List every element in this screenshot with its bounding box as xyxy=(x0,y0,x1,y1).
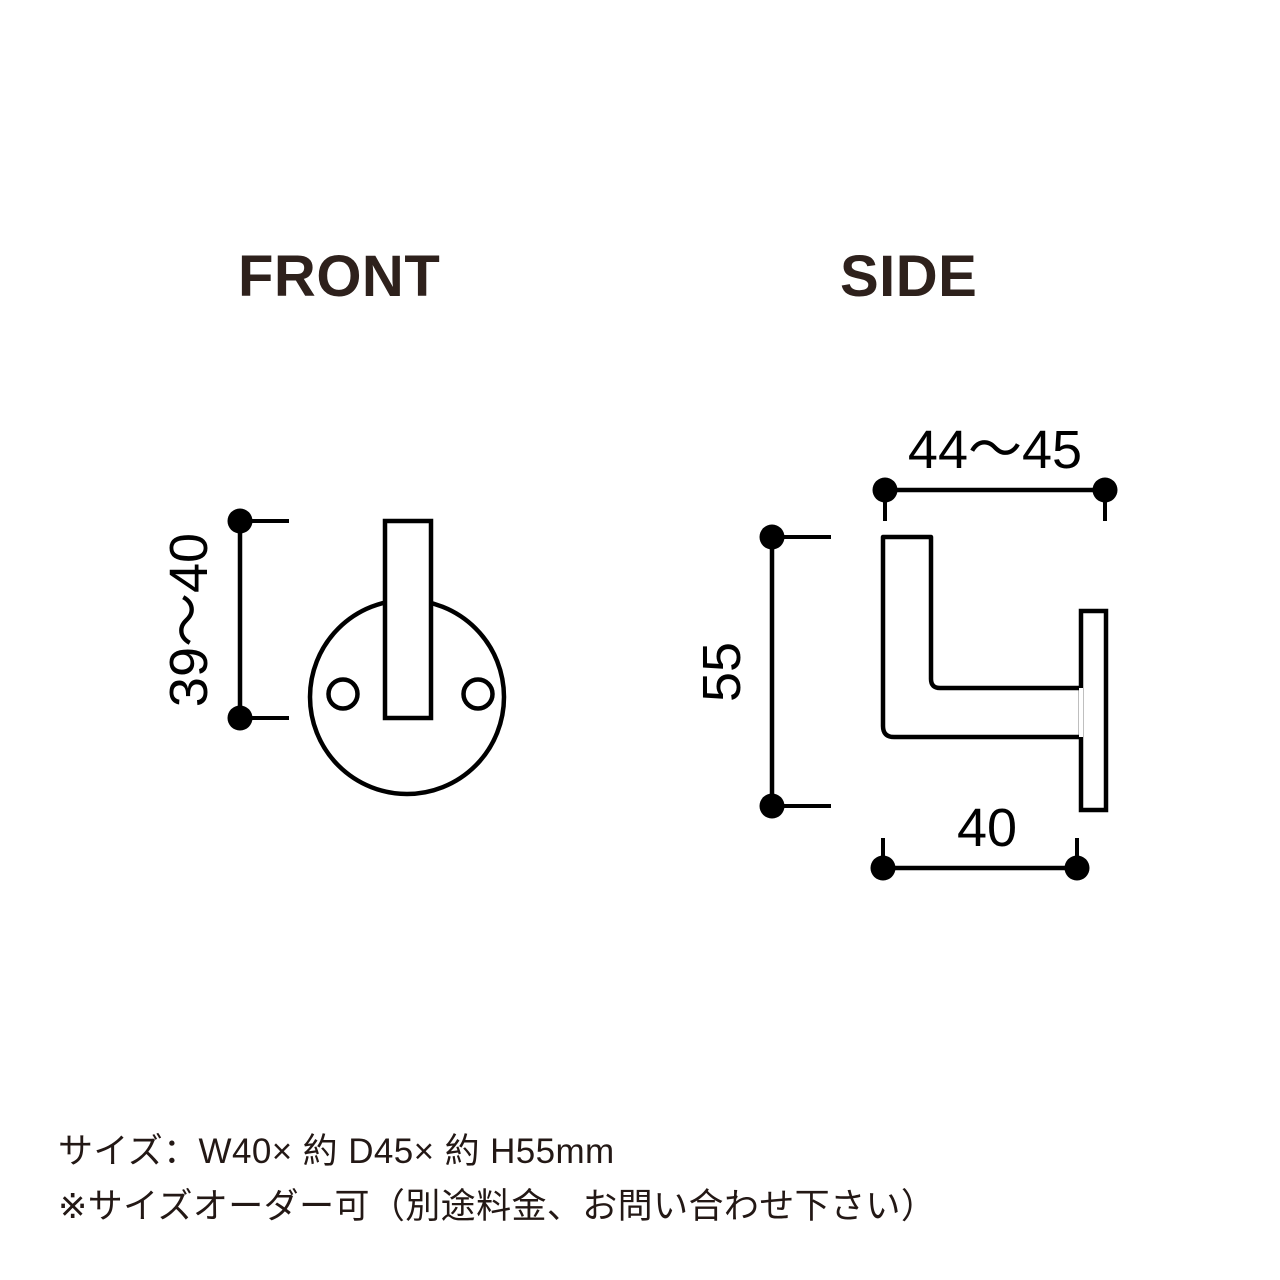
front-dimension-39-40: 39～40 xyxy=(159,508,289,731)
side-dim4445-dot-left xyxy=(872,477,898,503)
side-view-group: 55 44～45 40 xyxy=(692,420,1118,881)
side-dim40-label: 40 xyxy=(957,798,1017,858)
front-dim-label: 39～40 xyxy=(159,533,219,707)
side-dim55-label: 55 xyxy=(692,642,752,702)
custom-order-note-line: ※サイズオーダー可（別途料金、お問い合わせ下さい） xyxy=(58,1187,937,1226)
side-wall-plate-rect xyxy=(1078,608,1109,813)
front-screw-hole-right xyxy=(461,677,495,711)
side-dimension-40: 40 xyxy=(870,798,1090,881)
front-dim-dot-top xyxy=(227,508,253,534)
side-view-heading: SIDE xyxy=(840,244,978,309)
side-hook-profile xyxy=(880,534,1088,740)
footer-notes: サイズ：W40× 約 D45× 約 H55mm ※サイズオーダー可（別途料金、お… xyxy=(58,1124,1238,1234)
side-dimension-55: 55 xyxy=(692,524,831,819)
front-view-heading: FRONT xyxy=(238,244,441,309)
side-dim55-dot-top xyxy=(759,524,785,550)
side-dimension-44-45: 44～45 xyxy=(872,420,1118,521)
side-dim55-dot-bottom xyxy=(759,793,785,819)
front-screw-hole-left xyxy=(326,677,360,711)
front-dim-dot-bottom xyxy=(227,705,253,731)
front-hook-arm-rect xyxy=(382,518,434,721)
side-dim40-dot-left xyxy=(870,855,896,881)
side-dim4445-dot-right xyxy=(1092,477,1118,503)
side-dim4445-label: 44～45 xyxy=(908,420,1082,480)
side-dim40-dot-right xyxy=(1064,855,1090,881)
size-spec-line: サイズ：W40× 約 D45× 約 H55mm xyxy=(58,1132,615,1171)
front-view-group: 39～40 xyxy=(159,508,507,797)
